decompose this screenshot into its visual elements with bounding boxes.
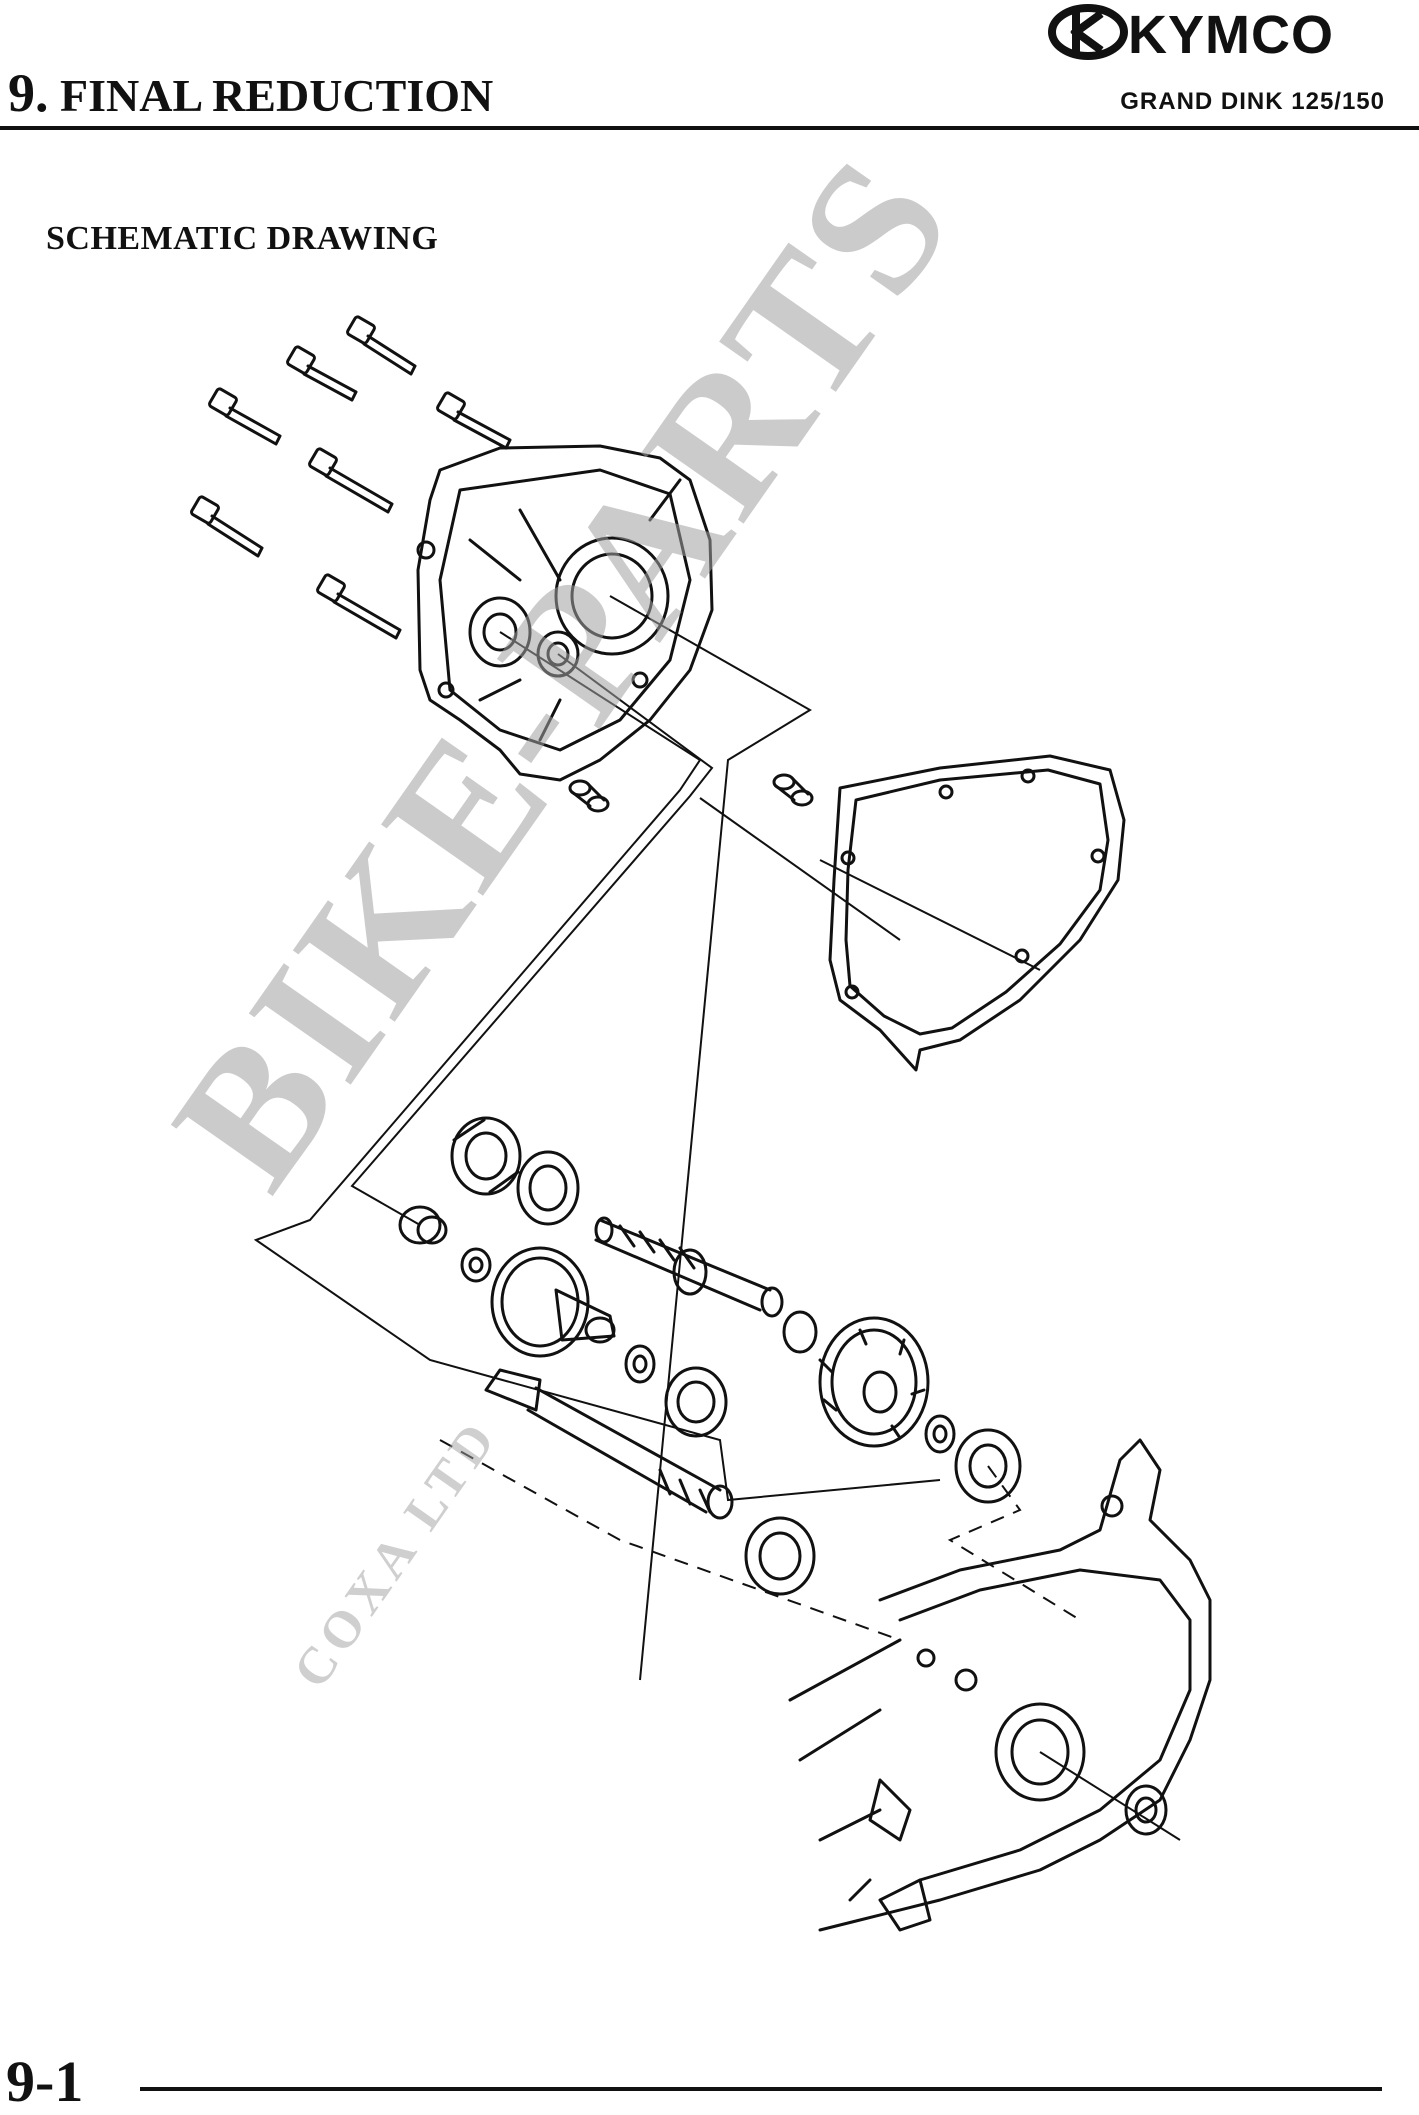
leader-line [609,595,812,1681]
washer [924,1414,956,1454]
final-gear [818,1316,930,1448]
washer [460,1247,492,1283]
bolt [346,315,417,376]
drive-shaft [594,1216,784,1318]
leader-line [350,653,714,1226]
leader-line [253,631,941,1502]
leader-line [1039,1751,1181,1841]
intermediate-gear [490,1246,616,1358]
oil-seal [516,1150,580,1226]
chapter-number: 9. [8,63,49,123]
needle-bearing [398,1205,448,1245]
bolt [208,387,282,446]
chapter-title-text: FINAL REDUCTION [60,70,494,121]
schematic-drawing [190,315,1212,1932]
section-title: SCHEMATIC DRAWING [46,220,439,257]
bearing [744,1516,816,1596]
circlip [782,1310,818,1354]
leader-line [699,797,1041,971]
page-number: 9-1 [6,2049,84,2114]
bolt [190,495,264,558]
footer-rule [140,2087,1382,2091]
dowel-pin [568,779,610,813]
bolt-group [190,315,512,640]
kymco-logo-icon [1048,4,1128,60]
final-reduction-cover [416,444,714,782]
bolt [286,345,358,402]
bolt [308,447,394,514]
bearing [664,1366,728,1438]
washer [624,1344,656,1384]
gasket [828,754,1126,1072]
leader-line [439,1439,901,1641]
bolt [316,573,402,640]
chapter-title: 9. FINAL REDUCTION [8,62,493,124]
header-rule [0,126,1419,130]
bearing [450,1116,522,1196]
model-name: GRAND DINK 125/150 [1120,88,1385,115]
bolt [436,391,512,450]
brand-name: KYMCO [1128,5,1334,65]
bearing [954,1428,1022,1504]
crankcase [788,1438,1212,1932]
dowel-pin [772,773,814,807]
leader-line [947,1465,1081,1621]
final-shaft [484,1368,734,1520]
